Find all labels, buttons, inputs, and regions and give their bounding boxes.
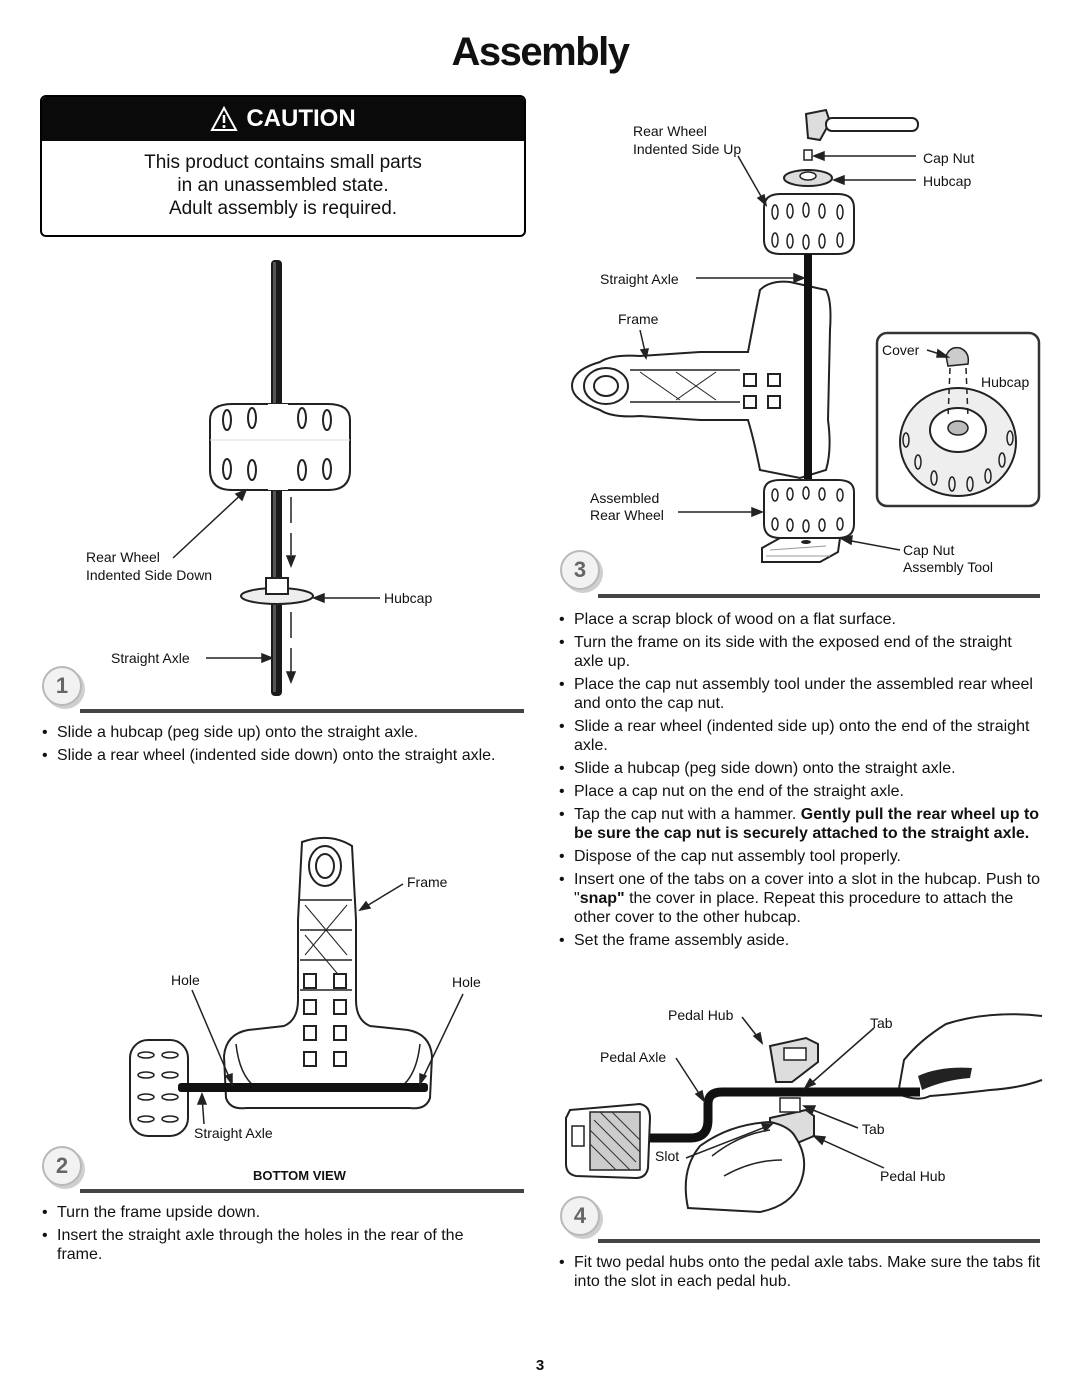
page-number: 3 bbox=[535, 1357, 545, 1374]
step4-label-tab-top: Tab bbox=[870, 1015, 893, 1031]
step3-bullet: Set the frame assembly aside. bbox=[557, 931, 1043, 950]
step3-label-tool-2: Assembly Tool bbox=[903, 559, 994, 575]
step3-label-inset-hubcap: Hubcap bbox=[981, 374, 1030, 390]
step3-label-tool-1: Cap Nut bbox=[903, 542, 955, 558]
step-1-badge: 1 bbox=[42, 666, 82, 706]
step3-label-frame: Frame bbox=[618, 311, 659, 327]
step4-label-slot: Slot bbox=[655, 1148, 680, 1164]
hand-right bbox=[896, 1013, 1043, 1100]
step3-bullet-emphasis: snap" bbox=[579, 890, 625, 907]
step3-label-assembled-wheel: Rear Wheel bbox=[590, 507, 664, 523]
step3-label-assembled: Assembled bbox=[590, 490, 660, 506]
step3-bullet: Turn the frame on its side with the expo… bbox=[557, 633, 1043, 671]
step2-label-frame: Frame bbox=[407, 874, 448, 890]
step2-bullet: Insert the straight axle through the hol… bbox=[40, 1226, 510, 1264]
step3-bullet: Place a scrap block of wood on a flat su… bbox=[557, 610, 1043, 629]
step3-bullet: Dispose of the cap nut assembly tool pro… bbox=[557, 847, 1043, 866]
step3-top-wheel bbox=[763, 193, 855, 255]
step3-bullet: Insert one of the tabs on a cover into a… bbox=[557, 870, 1043, 927]
caution-line-1: This product contains small parts bbox=[144, 152, 422, 173]
step3-label-cover: Cover bbox=[882, 342, 920, 358]
step-4-badge: 4 bbox=[560, 1196, 600, 1236]
caution-box: CAUTION This product contains small part… bbox=[40, 95, 526, 237]
step4-bullet: Fit two pedal hubs onto the pedal axle t… bbox=[557, 1253, 1043, 1291]
step3-label-straight-axle: Straight Axle bbox=[600, 271, 679, 287]
step3-bullet: Tap the cap nut with a hammer. Gently pu… bbox=[557, 805, 1043, 843]
step4-label-pedal-hub-bottom: Pedal Hub bbox=[880, 1168, 946, 1184]
step-2-instructions: Turn the frame upside down. Insert the s… bbox=[40, 1203, 510, 1268]
step3-bullet-emphasis: Gently pull the rear wheel up to be sure… bbox=[574, 806, 1040, 842]
step3-label-indented: Indented Side Up bbox=[633, 141, 742, 157]
step1-bullet: Slide a rear wheel (indented side down) … bbox=[40, 746, 510, 765]
step3-bullet: Slide a rear wheel (indented side up) on… bbox=[557, 717, 1043, 755]
step1-rear-wheel bbox=[209, 403, 351, 491]
step1-label-hubcap: Hubcap bbox=[384, 590, 433, 606]
pedal-axle bbox=[604, 1087, 920, 1143]
pedal bbox=[565, 1102, 652, 1180]
step2-label-hole-left: Hole bbox=[171, 972, 200, 988]
step4-label-tab-bottom: Tab bbox=[862, 1121, 885, 1137]
step3-vertical-axle bbox=[804, 254, 812, 480]
step3-bullet: Place a cap nut on the end of the straig… bbox=[557, 782, 1043, 801]
step2-bullet: Turn the frame upside down. bbox=[40, 1203, 510, 1222]
pedal-hub-top bbox=[768, 1036, 819, 1083]
step3-cap-nut bbox=[803, 149, 813, 161]
step3-frame bbox=[570, 280, 832, 480]
step-1-divider bbox=[80, 709, 524, 713]
bottom-view-caption: BOTTOM VIEW bbox=[253, 1168, 346, 1183]
step2-axle bbox=[178, 1083, 428, 1092]
step-3-badge: 3 bbox=[560, 550, 600, 590]
step-1-instructions: Slide a hubcap (peg side up) onto the st… bbox=[40, 723, 510, 769]
step3-bullet: Place the cap nut assembly tool under th… bbox=[557, 675, 1043, 713]
page-title: Assembly bbox=[451, 30, 630, 74]
caution-heading: CAUTION bbox=[246, 105, 356, 132]
step3-label-cap-nut: Cap Nut bbox=[923, 150, 975, 166]
hammer-icon bbox=[804, 108, 919, 142]
step3-bullet-text: the cover in place. Repeat this procedur… bbox=[574, 890, 1014, 926]
wood-block bbox=[761, 537, 842, 563]
step-3-instructions: Place a scrap block of wood on a flat su… bbox=[557, 610, 1043, 954]
step2-label-straight-axle: Straight Axle bbox=[194, 1125, 273, 1141]
step4-label-pedal-axle: Pedal Axle bbox=[600, 1049, 667, 1065]
caution-line-2: in an unassembled state. bbox=[177, 175, 389, 196]
step2-label-hole-right: Hole bbox=[452, 974, 481, 990]
warning-triangle-icon bbox=[210, 105, 239, 131]
step1-label-rear-wheel: Rear Wheel bbox=[86, 549, 160, 565]
hand-left bbox=[684, 1120, 806, 1214]
step3-label-hubcap: Hubcap bbox=[923, 173, 972, 189]
step3-hubcap bbox=[783, 169, 833, 187]
caution-message: This product contains small parts in an … bbox=[42, 141, 524, 220]
step3-assembled-wheel bbox=[763, 479, 855, 539]
step3-label-rear-wheel: Rear Wheel bbox=[633, 123, 707, 139]
step1-label-indented: Indented Side Down bbox=[86, 567, 213, 583]
step3-bullet-text: Insert one of the tabs on a cover into a… bbox=[574, 871, 1041, 907]
step2-wheel bbox=[129, 1039, 189, 1137]
cover-inset bbox=[875, 331, 1041, 508]
step3-bullet: Slide a hubcap (peg side down) onto the … bbox=[557, 759, 1043, 778]
caution-line-3: Adult assembly is required. bbox=[168, 198, 398, 219]
step-3-divider bbox=[598, 594, 1040, 598]
step1-label-straight-axle: Straight Axle bbox=[111, 650, 190, 666]
step1-hubcap bbox=[240, 577, 314, 605]
step1-bullet: Slide a hubcap (peg side up) onto the st… bbox=[40, 723, 510, 742]
step-4-divider bbox=[598, 1239, 1040, 1243]
step-2-divider bbox=[80, 1189, 524, 1193]
caution-header: CAUTION bbox=[42, 97, 524, 141]
step4-label-pedal-hub-top: Pedal Hub bbox=[668, 1007, 734, 1023]
step-2-badge: 2 bbox=[42, 1146, 82, 1186]
step-4-instructions: Fit two pedal hubs onto the pedal axle t… bbox=[557, 1253, 1043, 1295]
step3-bullet-text: Tap the cap nut with a hammer. bbox=[574, 806, 801, 823]
